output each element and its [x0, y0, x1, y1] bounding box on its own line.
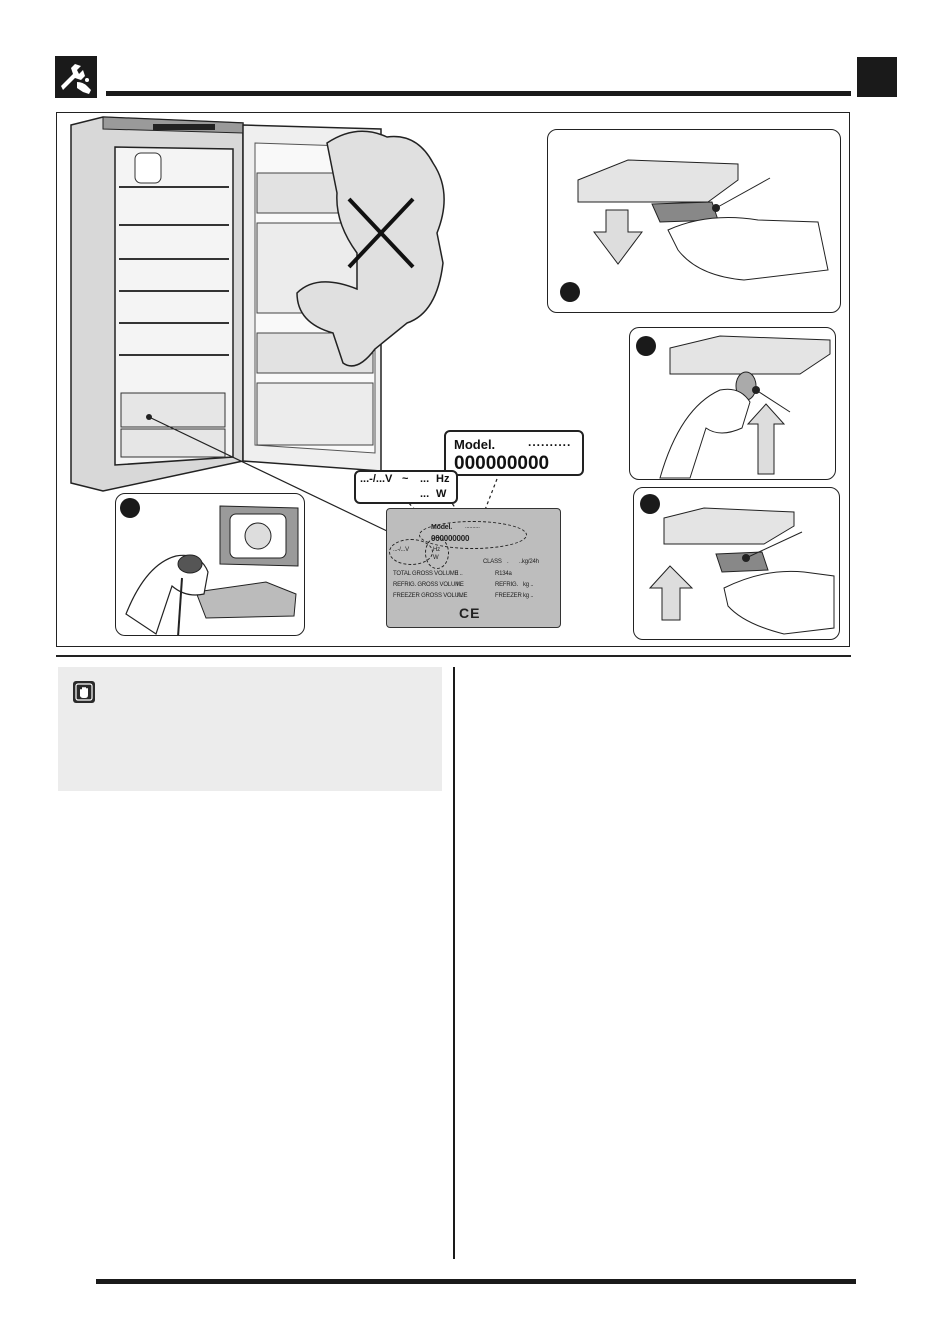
plate-row-right-label: REFRIG.: [495, 582, 518, 588]
plate-model-dots: ..........: [465, 524, 480, 530]
plate-row-unit: l ..: [457, 582, 463, 588]
model-callout-number: 000000000: [454, 453, 550, 474]
plate-row-right-label: FREEZER: [495, 593, 522, 599]
plate-model-number: 000000000: [431, 534, 470, 543]
ce-mark: CE: [459, 605, 481, 621]
ac-symbol: ~: [402, 473, 409, 485]
lamp-cover-refit-panel: [633, 487, 840, 640]
step-marker: [120, 498, 140, 518]
w-dots: ...: [420, 488, 430, 500]
plate-hz: Hz: [433, 547, 440, 553]
plate-voltage: ...-/...V: [393, 547, 409, 553]
voltage-value: ...-/...V: [360, 473, 393, 485]
appliance-illustration: [70, 116, 498, 534]
plate-row-label: TOTAL GROSS VOLUME: [393, 571, 459, 577]
model-callout-dots: ..........: [528, 435, 572, 449]
model-callout: Model. .......... 000000000: [444, 430, 584, 476]
lamp-cover-removal-drawing: [577, 159, 829, 281]
plate-row-right-value: kg ..: [523, 582, 534, 588]
maintenance-wrench-icon: [55, 56, 97, 98]
bulb-replacement-panel: [629, 327, 836, 480]
lamp-cover-refit-drawing: [648, 507, 835, 635]
lamp-cover-removal-panel: [547, 129, 841, 313]
step-marker: [636, 336, 656, 356]
plate-row-label: FREEZER GROSS VOLUME: [393, 593, 468, 599]
section-tab: [857, 57, 897, 97]
step-marker: [640, 494, 660, 514]
warning-person-drawing: [296, 130, 445, 367]
plate-row-unit: l ..: [457, 593, 463, 599]
stop-hand-icon: [73, 681, 95, 703]
step-marker: [560, 282, 580, 302]
power-highlight-ring: [425, 537, 449, 569]
w-unit: W: [436, 488, 447, 500]
figure-bottom-rule: [56, 655, 851, 657]
unplug-panel: [115, 493, 305, 636]
plate-row-right-label: R134a: [495, 571, 512, 577]
model-highlight-ring: [419, 521, 527, 549]
rating-plate: Model. .......... 000000000 ...-/...V Hz…: [386, 508, 561, 628]
footer-rule: [96, 1279, 856, 1284]
warning-box: [58, 667, 442, 791]
plate-class-value: .: [507, 559, 509, 565]
plate-class-label: CLASS: [483, 559, 502, 565]
plate-row-right-value: kg ..: [523, 593, 534, 599]
bulb-replacement-drawing: [659, 335, 831, 479]
hz-unit: Hz: [436, 473, 450, 485]
electrical-callout: ...-/...V ~ ... Hz ... W: [354, 470, 458, 504]
column-divider: [453, 667, 455, 1259]
header-rule: [106, 91, 851, 96]
hz-dots: ...: [420, 473, 430, 485]
plate-row-unit: l ..: [457, 571, 463, 577]
illustration-frame: [56, 112, 850, 647]
plate-energy: ..kg/24h: [519, 559, 539, 565]
model-callout-label: Model.: [454, 437, 496, 452]
unplug-drawing: [125, 505, 299, 635]
plate-model-label: Model.: [431, 524, 452, 531]
plate-row-label: REFRIG. GROSS VOLUME: [393, 582, 464, 588]
plate-w: W: [433, 555, 439, 561]
